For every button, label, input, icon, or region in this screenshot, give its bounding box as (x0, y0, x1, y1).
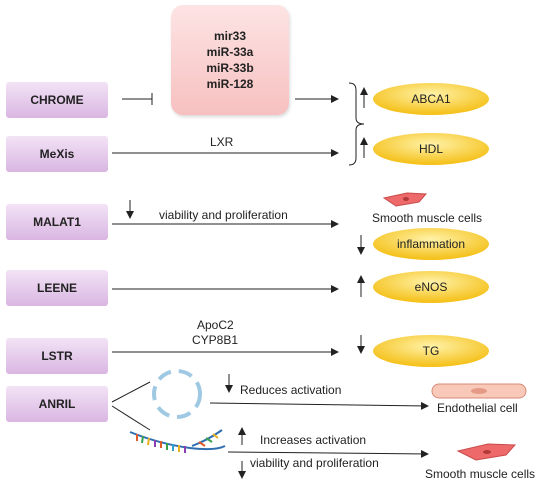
dashed-circle-icon (152, 369, 202, 419)
target-label-hdl: HDL (418, 142, 443, 156)
branch-anril-lower (111, 405, 151, 431)
edge-label-apoc2: ApoC2 (197, 318, 234, 332)
arrow-anril-increases (227, 449, 429, 458)
lncrna-box-chrome: CHROME (30, 93, 84, 107)
rna-strand-icon (129, 429, 226, 453)
edge-label-lxr: LXR (210, 135, 234, 149)
target-label-tg: TG (422, 344, 440, 358)
edge-label-reduces: Reduces activation (240, 383, 342, 397)
lncrna-box-mexis: MeXis (39, 147, 75, 161)
cell-label-smooth-muscle-2: Smooth muscle cells (425, 467, 536, 481)
target-ellipse-abca1 (373, 83, 489, 115)
target-label-enos: eNOS (414, 280, 448, 294)
target-label-inflammation: inflammation (396, 237, 466, 251)
lncrna-box-leene: LEENE (36, 281, 77, 295)
mirna-label-1: mir33 (213, 29, 247, 43)
target-label-abca1: ABCA1 (411, 92, 451, 106)
arrow-anril-reduces (209, 401, 429, 410)
target-bracket (348, 82, 365, 166)
mirna-label-3: miR-33b (206, 61, 254, 75)
edge-label-viability-anril: viability and proliferation (250, 456, 379, 470)
edge-label-increases: Increases activation (260, 433, 367, 447)
cell-label-endothelial: Endothelial cell (437, 401, 518, 415)
lncrna-box-malat1: MALAT1 (33, 215, 81, 229)
target-ellipse-tg (373, 335, 489, 367)
mirna-label-2: miR-33a (206, 45, 254, 59)
lncrna-box-lstr: LSTR (41, 349, 73, 363)
mirna-label-4: miR-128 (206, 77, 254, 91)
branch-anril-upper (111, 381, 151, 403)
target-ellipse-inflammation (373, 228, 489, 260)
edge-label-viability-malat1: viability and proliferation (159, 208, 288, 222)
cell-label-smooth-muscle-1: Smooth muscle cells (372, 211, 483, 225)
lncrna-box-anril: ANRIL (38, 397, 76, 411)
target-ellipse-enos (373, 271, 489, 303)
target-ellipse-hdl (373, 133, 489, 165)
mirna-box: mir33 miR-33a miR-33b miR-128 (171, 5, 289, 115)
edge-label-cyp8b1: CYP8B1 (192, 333, 239, 347)
